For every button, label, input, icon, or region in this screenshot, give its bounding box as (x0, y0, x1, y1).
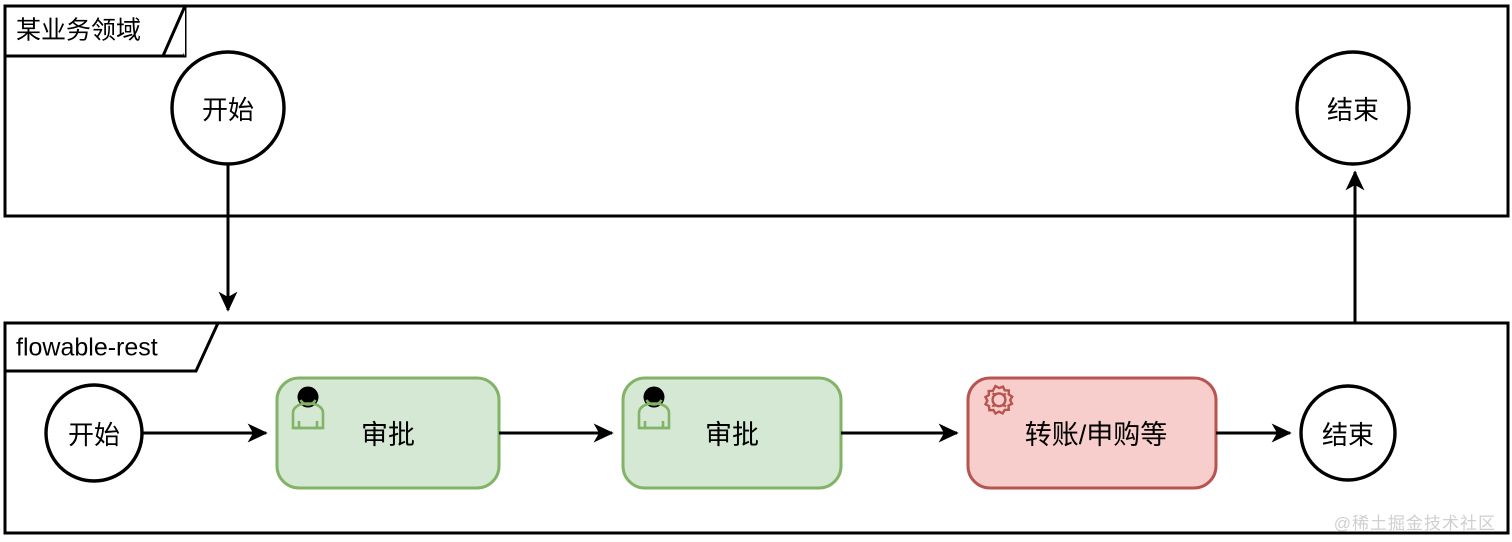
start-event-top[interactable]: 开始 (170, 50, 286, 166)
task-user-approve-1[interactable]: 审批 (275, 376, 501, 490)
task-user-approve-1-label: 审批 (361, 420, 415, 450)
start-event-bottom-label: 开始 (68, 420, 120, 450)
end-event-bottom[interactable]: 结束 (1299, 384, 1397, 482)
lane-flowable-rest-label: flowable-rest (16, 334, 158, 362)
end-event-bottom-label: 结束 (1322, 420, 1374, 450)
task-user-approve-2-label: 审批 (705, 420, 759, 450)
start-event-top-label: 开始 (202, 95, 254, 125)
lane-flowable-rest-tab (3, 321, 221, 373)
start-event-bottom[interactable]: 开始 (44, 383, 144, 483)
gear-icon (983, 384, 1014, 416)
end-event-bottom-circle (1299, 384, 1397, 482)
user-icon (637, 386, 671, 430)
end-event-top[interactable]: 结束 (1295, 50, 1411, 166)
user-icon (291, 386, 325, 430)
end-event-top-circle (1295, 50, 1411, 166)
start-event-top-circle (170, 50, 286, 166)
task-user-approve-2[interactable]: 审批 (621, 376, 843, 490)
lane-business-domain-label: 某业务领域 (16, 17, 141, 45)
end-event-top-label: 结束 (1327, 95, 1379, 125)
task-service-transfer[interactable]: 转账/申购等 (966, 376, 1218, 490)
task-service-transfer-label: 转账/申购等 (1025, 420, 1168, 450)
lane-business-domain-tab (3, 4, 188, 58)
watermark-text: @稀土掘金技术社区 (1333, 514, 1496, 533)
